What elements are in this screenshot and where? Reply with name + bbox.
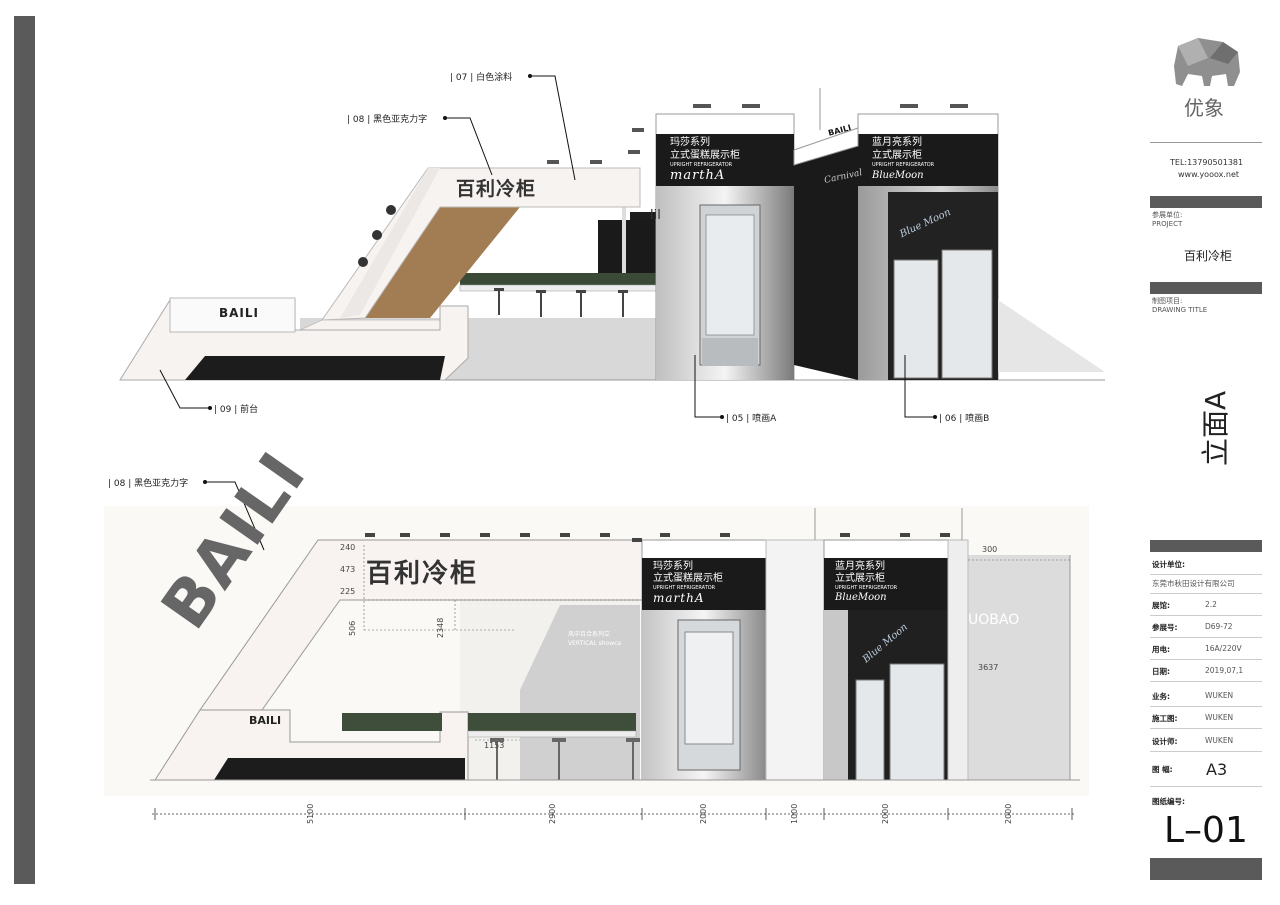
elevation-top-drawing: [119, 74, 1105, 419]
left-margin-bar: [14, 16, 35, 884]
annotation-07: | 07 | 白色涂料: [450, 73, 513, 83]
panel-b-header-bottom: 蓝月亮系列 立式展示柜 UPRIGHT REFRIGERATOR BlueMoo…: [835, 561, 898, 603]
dim-506: 506: [348, 620, 357, 636]
number-label: 图纸编号:: [1152, 797, 1185, 806]
wall-text-top: lil: [650, 208, 661, 223]
info-row-business: 业务:WUKEN: [1150, 684, 1262, 707]
sidebar-bar-2: [1150, 282, 1262, 294]
annotation-06: | 06 | 喷画B: [939, 414, 990, 424]
wall-small-text: 风中百合系列立 VERTICAL showca: [568, 631, 622, 647]
title-block: 优象 TEL:13790501381 www.yooox.net 参展单位:PR…: [1150, 0, 1268, 905]
website: www.yooox.net: [1178, 170, 1240, 179]
sidebar-bar-1: [1150, 196, 1262, 208]
connector-wall: [794, 130, 858, 380]
bottom-dim-1000: 1000: [790, 803, 799, 824]
drawing-number: L–01: [1164, 810, 1248, 851]
reception-logo-bottom: BAILI: [249, 714, 282, 727]
dim-1153: 1153: [484, 741, 505, 750]
annotation-08: | 08 | 黑色亚克力字: [347, 115, 428, 125]
info-row-booth: 参展号:D69-72: [1150, 615, 1262, 638]
bottom-dim-5100: 5100: [306, 803, 315, 824]
planter-hedge-right: [468, 713, 636, 731]
project-value: 百利冷柜: [1184, 249, 1233, 263]
elephant-logo-icon: [1174, 38, 1240, 86]
info-row-company: 东莞市秋田设计有限公司: [1150, 571, 1262, 594]
tel: TEL:13790501381: [1170, 158, 1244, 167]
bottom-dim-2000c: 2000: [1004, 803, 1013, 824]
dim-240: 240: [340, 543, 356, 552]
tower-b-header: [858, 134, 998, 186]
bottom-dim-2900: 2900: [548, 803, 557, 824]
bottom-dim-2000a: 2000: [699, 803, 708, 824]
size-label: 图 幅:: [1152, 765, 1173, 774]
sidebar-bar-4: [1150, 858, 1262, 880]
panel-b-header-top: 蓝月亮系列 立式展示柜 UPRIGHT REFRIGERATOR BlueMoo…: [872, 137, 935, 181]
info-row-design-unit: 设计单位:: [1150, 552, 1262, 575]
elevation-bottom-drawing: [150, 480, 1080, 820]
panel-a-header-top: 玛莎系列 立式蛋糕展示柜 UPRIGHT REFRIGERATOR marthA: [670, 137, 740, 183]
bar-stools: [494, 288, 628, 317]
drawing-label: 制图项目:DRAWING TITLE: [1152, 297, 1208, 314]
top-lamps-bottom: [365, 533, 950, 542]
planter-hedge: [460, 273, 656, 285]
tower-a-header: [656, 134, 794, 186]
reception-base-bottom: [214, 758, 465, 780]
dim-473: 473: [340, 565, 356, 574]
bottom-dimension-line: [152, 808, 1075, 820]
info-row-date: 日期:2019,07,1: [1150, 659, 1262, 682]
info-row-designer: 设计师:WUKEN: [1150, 729, 1262, 752]
reception-base: [185, 356, 445, 380]
reception-logo-top: BAILI: [219, 306, 260, 320]
leader-lines-top: [159, 75, 935, 418]
project-label: 参展单位:PROJECT: [1152, 211, 1183, 228]
bottom-dim-2000b: 2000: [881, 803, 890, 824]
annotation-09: | 09 | 前台: [214, 405, 259, 415]
wall-text-bottom: UOBAO: [968, 612, 1020, 628]
dim-3637: 3637: [978, 663, 999, 672]
sidebar-bar-3: [1150, 540, 1262, 552]
dim-300: 300: [982, 545, 998, 554]
planter-hedge-left: [342, 713, 442, 731]
tower-b-header-bottom: [824, 558, 948, 610]
top-lamps: [547, 104, 968, 164]
size-value: A3: [1206, 760, 1228, 779]
dim-2348: 2348: [436, 617, 445, 638]
booth-sign-top: 百利冷柜: [456, 178, 537, 200]
gap-column: [765, 539, 825, 781]
info-row-construction: 施工图:WUKEN: [1150, 706, 1262, 729]
annotation-08-bottom: | 08 | 黑色亚克力字: [108, 479, 189, 489]
panel-a-header-bottom: 玛莎系列 立式蛋糕展示柜 UPRIGHT REFRIGERATOR marthA: [653, 561, 723, 605]
inner-dim-lines: [363, 545, 1070, 741]
brand-name: 优象: [1184, 96, 1224, 120]
booth-sign-bottom: 百利冷柜: [366, 559, 479, 589]
wood-panel: [365, 207, 520, 318]
right-wall: [965, 555, 1070, 780]
info-row-power: 用电:16A/220V: [1150, 637, 1262, 660]
annotation-05: | 05 | 喷画A: [726, 414, 777, 424]
drawing-title: 立面A: [1199, 390, 1232, 466]
dim-225: 225: [340, 587, 356, 596]
info-row-hall: 展馆:2.2: [1150, 593, 1262, 616]
spot-lights: [358, 205, 396, 267]
tower-a-header-bottom: [642, 558, 766, 610]
